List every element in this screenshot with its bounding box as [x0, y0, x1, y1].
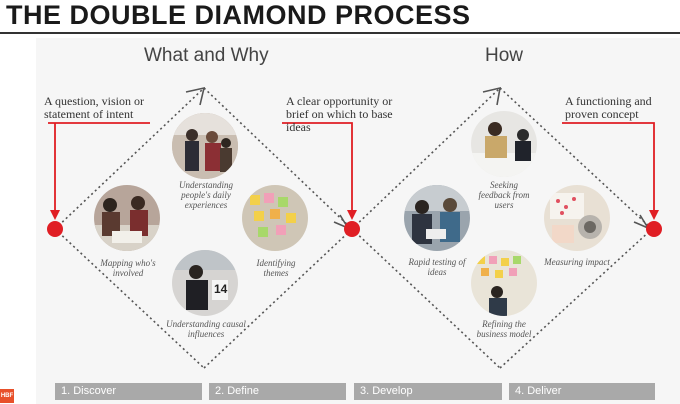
diamond2-right-arrowhead [633, 214, 651, 230]
caption-seeking-feedback: Seeking feedback from users [478, 180, 530, 210]
note-end: A functioning and proven concept [565, 94, 652, 121]
photo-rapid-testing [404, 185, 470, 251]
diamond2-upper-left-edge [351, 87, 501, 230]
middle-arrow-icon [347, 210, 357, 220]
diamond1-lower-left-edge [54, 228, 205, 369]
photo-refining [471, 250, 537, 316]
end-arrow-icon [649, 210, 659, 220]
diamond2-upper-arrowhead [482, 86, 501, 106]
caption-rapid-testing: Rapid testing of ideas [408, 257, 466, 277]
diamond2-lower-right-edge [499, 228, 653, 369]
caption-understanding-experiences: Understanding people's daily experiences [179, 180, 233, 210]
page-title: THE DOUBLE DIAMOND PROCESS [6, 0, 471, 30]
heading-how: How [485, 45, 524, 66]
start-node [47, 221, 63, 237]
start-arrow-icon [50, 210, 60, 220]
note-start: A question, vision or statement of inten… [44, 94, 145, 121]
photo-causal: 14 [172, 250, 238, 316]
photo-understanding-experiences [172, 113, 238, 179]
photo-seeking-feedback [471, 111, 537, 177]
diamond2-lower-left-edge [351, 228, 501, 369]
photo-identifying [242, 185, 308, 251]
heading-what-and-why: What and Why [144, 45, 269, 66]
middle-node [344, 221, 360, 237]
middle-red-connector [282, 122, 353, 218]
diamond1-upper-arrowhead [185, 86, 206, 106]
photo-measuring-impact [544, 185, 610, 251]
photo-number-label: 14 [214, 282, 228, 296]
diamond1-upper-left-edge [54, 87, 205, 230]
note-middle: A clear opportunity or brief on which to… [286, 94, 393, 134]
caption-measuring-impact: Measuring impact [544, 257, 610, 267]
photo-mapping [94, 185, 160, 251]
end-node [646, 221, 662, 237]
caption-mapping: Mapping who's involved [100, 258, 156, 278]
title-underline [0, 32, 680, 34]
phase-develop: 3. Develop [354, 383, 502, 400]
diamond1-lower-right-edge [203, 228, 353, 369]
phase-discover: 1. Discover [55, 383, 202, 400]
caption-identifying: Identifying themes [256, 258, 296, 278]
end-red-connector [562, 122, 655, 218]
phase-deliver: 4. Deliver [509, 383, 655, 400]
phase-define: 2. Define [209, 383, 346, 400]
brand-logo: HBF [0, 389, 14, 403]
diamond1-upper-right-edge [203, 87, 353, 230]
caption-refining: Refining the business model [476, 319, 532, 339]
caption-causal: Understanding causal influences [166, 319, 246, 339]
